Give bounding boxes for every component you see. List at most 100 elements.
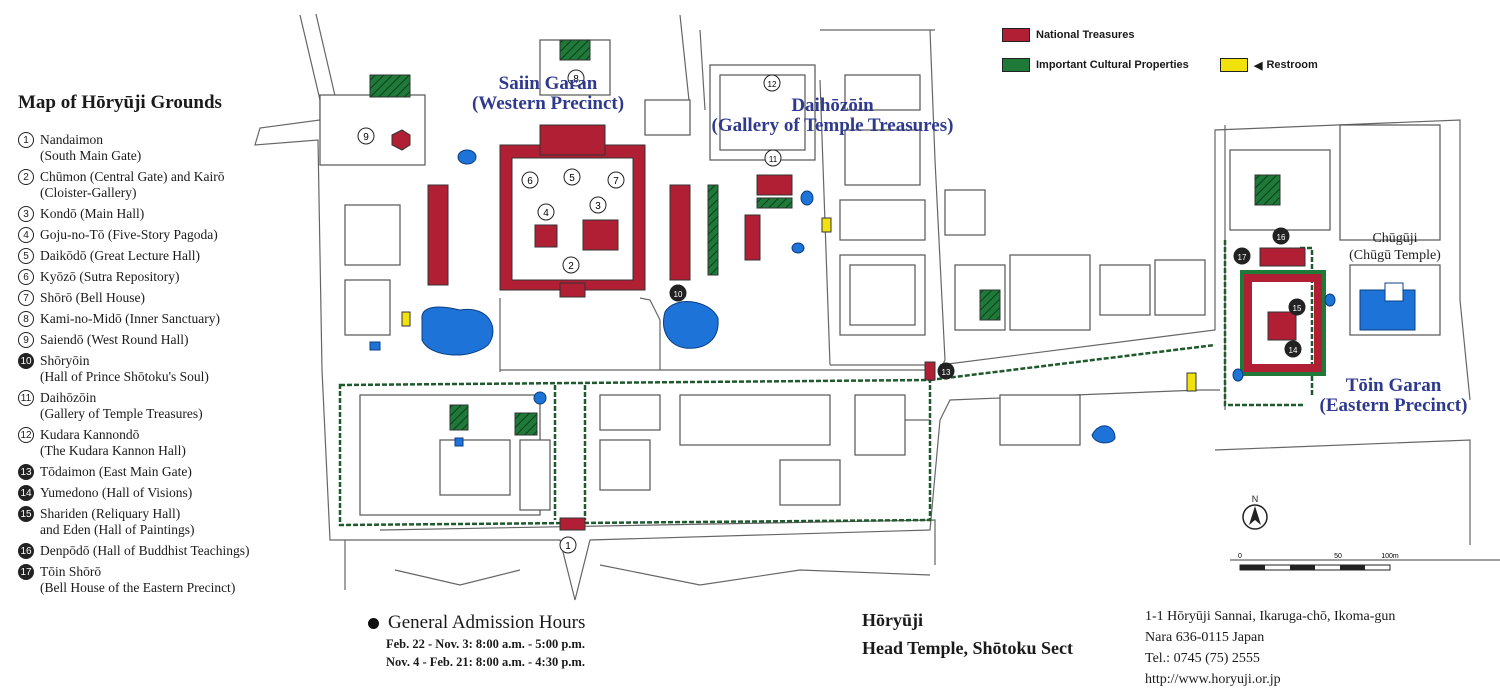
address-website[interactable]: http://www.horyuji.or.jp (1145, 672, 1281, 687)
legend-text: Shōryōin(Hall of Prince Shōtoku's Soul) (40, 353, 209, 385)
marker-7-label: 7 (613, 176, 619, 187)
legend-line: Daihōzōin (40, 390, 97, 405)
legend-line: Yumedono (Hall of Visions) (40, 485, 193, 500)
legend-number: 8 (18, 311, 34, 327)
scale-tick-1: 50 (1334, 553, 1342, 560)
marker-15[interactable]: 15 (1288, 298, 1306, 316)
legend-number: 6 (18, 269, 34, 285)
legend-number: 14 (18, 485, 34, 501)
marker-2[interactable]: 2 (562, 256, 580, 274)
map-markers: 1 2 3 4 5 6 7 8 9 10 11 12 13 14 15 16 1… (357, 69, 1306, 554)
marker-14[interactable]: 14 (1284, 340, 1302, 358)
legend-line: Saiendō (West Round Hall) (40, 332, 189, 347)
legend-line: and Eden (Hall of Paintings) (40, 522, 195, 537)
marker-1[interactable]: 1 (559, 536, 577, 554)
legend-item-15: 15 Shariden (Reliquary Hall)and Eden (Hal… (10, 506, 350, 538)
legend-item-13: 13 Tōdaimon (East Main Gate) (10, 464, 350, 480)
legend-number: 16 (18, 543, 34, 559)
legend-number: 10 (18, 353, 34, 369)
legend-item-14: 14 Yumedono (Hall of Visions) (10, 485, 350, 501)
toin-garan-label: Tōin Garan (Eastern Precinct) (1296, 376, 1491, 416)
address-phone: Tel.: 0745 (75) 2555 (1145, 651, 1260, 666)
marker-11[interactable]: 11 (764, 149, 782, 167)
hours-line-2: Nov. 4 - Feb. 21: 8:00 a.m. - 4:30 p.m. (386, 655, 585, 669)
compass (1242, 504, 1268, 530)
admission-hours: General Admission Hours Feb. 22 - Nov. 3… (368, 612, 585, 670)
marker-17[interactable]: 17 (1233, 247, 1251, 265)
marker-9-label: 9 (363, 132, 369, 143)
legend-item-10: 10 Shōryōin(Hall of Prince Shōtoku's Soul… (10, 353, 350, 385)
road-network (254, 13, 1500, 601)
legend-line: (Cloister-Gallery) (40, 185, 137, 200)
address-line-2: Nara 636-0115 Japan (1145, 630, 1265, 645)
saiin-garan-line1: Saiin Garan (498, 73, 598, 94)
marker-11-label: 11 (769, 155, 778, 164)
legend-text: Denpōdō (Hall of Buddhist Teachings) (40, 543, 250, 559)
legend-line: Goju-no-Tō (Five-Story Pagoda) (40, 227, 218, 242)
toin-garan-line1: Tōin Garan (1345, 375, 1442, 396)
marker-9[interactable]: 9 (357, 127, 375, 145)
legend-line: Kyōzō (Sutra Repository) (40, 269, 180, 284)
legend-line: Kudara Kannondō (40, 427, 140, 442)
key-national-treasures-label: National Treasures (1036, 29, 1135, 41)
legend-number: 15 (18, 506, 34, 522)
marker-17-label: 17 (1238, 253, 1247, 262)
legend-line: (South Main Gate) (40, 148, 142, 163)
marker-3-label: 3 (595, 201, 601, 212)
daihozoin-line2: (Gallery of Temple Treasures) (711, 115, 954, 136)
legend-item-1: 1 Nandaimon(South Main Gate) (10, 132, 350, 164)
legend-text: Shariden (Reliquary Hall)and Eden (Hall … (40, 506, 194, 538)
legend-line: Kami-no-Midō (Inner Sanctuary) (40, 311, 220, 326)
north-symbol: N (1252, 494, 1259, 504)
marker-10[interactable]: 10 (669, 284, 687, 302)
daihozoin-line1: Daihōzōin (791, 95, 874, 116)
marker-4[interactable]: 4 (537, 203, 555, 221)
daihozoin-label: Daihōzōin (Gallery of Temple Treasures) (680, 96, 985, 136)
hours-title: General Admission Hours (368, 612, 585, 634)
legend-line: Shōrō (Bell House) (40, 290, 145, 305)
scale-tick-0: 0 (1238, 553, 1242, 560)
legend-item-16: 16 Denpōdō (Hall of Buddhist Teachings) (10, 543, 350, 559)
national-treasure-buildings (391, 129, 1322, 531)
legend-number: 13 (18, 464, 34, 480)
legend-text: Daihōzōin(Gallery of Temple Treasures) (40, 390, 203, 422)
marker-7[interactable]: 7 (607, 171, 625, 189)
ponds (369, 149, 1416, 447)
address-line-1: 1-1 Hōryūji Sannai, Ikaruga-chō, Ikoma-g… (1145, 609, 1396, 624)
key-national-treasures: National Treasures (1002, 28, 1134, 42)
legend-text: Nandaimon(South Main Gate) (40, 132, 141, 164)
legend-text: Kondō (Main Hall) (40, 206, 144, 222)
marker-4-label: 4 (543, 208, 549, 219)
legend-line: (Gallery of Temple Treasures) (40, 406, 203, 421)
legend-text: Goju-no-Tō (Five-Story Pagoda) (40, 227, 218, 243)
marker-12[interactable]: 12 (763, 74, 781, 92)
legend-line: Daikōdō (Great Lecture Hall) (40, 248, 201, 263)
temple-name: Hōryūji (862, 610, 923, 630)
legend-text: Tōdaimon (East Main Gate) (40, 464, 192, 480)
legend-text: Saiendō (West Round Hall) (40, 332, 189, 348)
legend-number: 11 (18, 390, 34, 406)
legend-text: Shōrō (Bell House) (40, 290, 145, 306)
marker-16[interactable]: 16 (1272, 227, 1290, 245)
cultural-property-buildings (369, 39, 1326, 436)
key-cultural-properties-label: Important Cultural Properties (1036, 59, 1189, 71)
marker-10-label: 10 (674, 290, 683, 299)
marker-16-label: 16 (1277, 233, 1286, 242)
legend-number: 1 (18, 132, 34, 148)
marker-6[interactable]: 6 (521, 171, 539, 189)
chuguji-line2: (Chūgū Temple) (1349, 248, 1441, 263)
legend-line: Tōdaimon (East Main Gate) (40, 464, 192, 479)
legend-line: Kondō (Main Hall) (40, 206, 145, 221)
marker-5[interactable]: 5 (563, 168, 581, 186)
legend-item-11: 11 Daihōzōin(Gallery of Temple Treasures) (10, 390, 350, 422)
marker-15-label: 15 (1293, 304, 1302, 313)
marker-13[interactable]: 13 (937, 362, 955, 380)
legend-line: Nandaimon (40, 132, 103, 147)
key-cultural-properties: Important Cultural Properties (1002, 58, 1189, 72)
marker-8[interactable]: 8 (567, 69, 585, 87)
marker-3[interactable]: 3 (589, 196, 607, 214)
